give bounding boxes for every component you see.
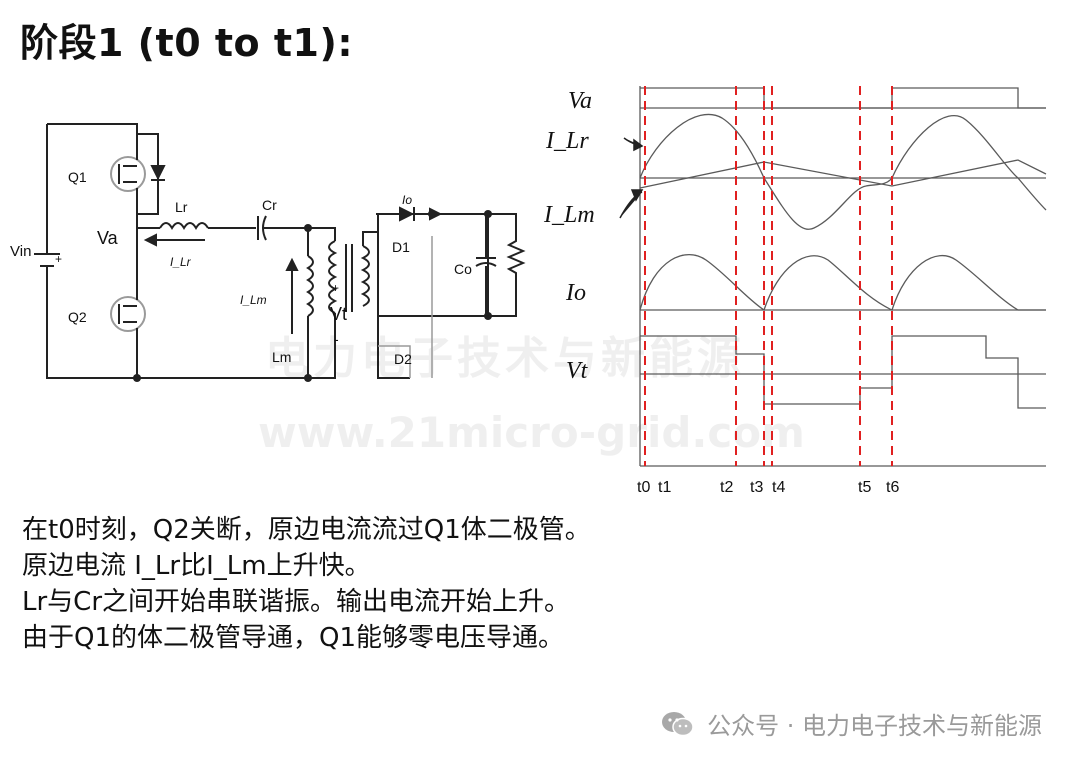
- description-line: Lr与Cr之间开始串联谐振。输出电流开始上升。: [22, 587, 571, 617]
- time-label-t4: t4: [772, 479, 785, 496]
- lm-label: Lm: [272, 349, 291, 365]
- cr-label: Cr: [262, 197, 277, 213]
- signal-label-va: Va: [568, 88, 592, 114]
- va-label: Va: [97, 228, 119, 248]
- time-label-t0: t0: [637, 479, 650, 496]
- watermark-url: www.21micro-grid.com: [258, 408, 805, 457]
- d1-label: D1: [392, 239, 410, 255]
- time-label-t1: t1: [658, 479, 671, 496]
- description-line: 由于Q1的体二极管导通，Q1能够零电压导通。: [22, 623, 565, 653]
- lr-label: Lr: [175, 199, 188, 215]
- vt-minus: -: [334, 331, 339, 347]
- vt-plus: +: [332, 281, 339, 295]
- signal-label-i-lr: I_Lr: [545, 128, 589, 154]
- signal-label-io: Io: [565, 280, 586, 306]
- d2-label: D2: [394, 351, 412, 367]
- i-lr-label: I_Lr: [170, 255, 192, 269]
- i-lm-label: I_Lm: [240, 293, 267, 307]
- watermark-text: 电力电子技术与新能源: [265, 333, 745, 384]
- q2-label: Q2: [68, 309, 87, 325]
- llc-waveform-diagram: Va I_Lr I_Lm Io Vt t0 t1 t2 t3 t4 t5 t6: [543, 86, 1047, 496]
- llc-circuit-diagram: Q1 Q2 Vin + Va Lr I_Lr Cr Io D1 Co I_Lm …: [10, 123, 526, 382]
- vin-plus: +: [55, 252, 62, 266]
- time-label-t3: t3: [750, 479, 763, 496]
- wechat-icon: [662, 711, 694, 736]
- description-line: 原边电流 I_Lr比I_Lm上升快。: [22, 551, 371, 581]
- q1-label: Q1: [68, 169, 87, 185]
- signal-label-i-lm: I_Lm: [543, 202, 595, 228]
- time-label-t2: t2: [720, 479, 733, 496]
- time-label-t5: t5: [858, 479, 871, 496]
- signal-label-vt: Vt: [566, 358, 589, 384]
- description-line: 在t0时刻，Q2关断，原边电流流过Q1体二极管。: [22, 515, 591, 545]
- footer-text: 公众号 · 电力电子技术与新能源: [707, 712, 1042, 740]
- vin-label: Vin: [10, 243, 31, 260]
- time-label-t6: t6: [886, 479, 899, 496]
- vt-label: Vt: [330, 304, 347, 324]
- page-title: 阶段1 (t0 to t1):: [20, 21, 354, 65]
- stage-description: 在t0时刻，Q2关断，原边电流流过Q1体二极管。 原边电流 I_Lr比I_Lm上…: [22, 512, 591, 656]
- footer-attribution: 公众号 · 电力电子技术与新能源: [661, 706, 1042, 741]
- io-label: Io: [402, 193, 412, 207]
- co-label: Co: [454, 261, 472, 277]
